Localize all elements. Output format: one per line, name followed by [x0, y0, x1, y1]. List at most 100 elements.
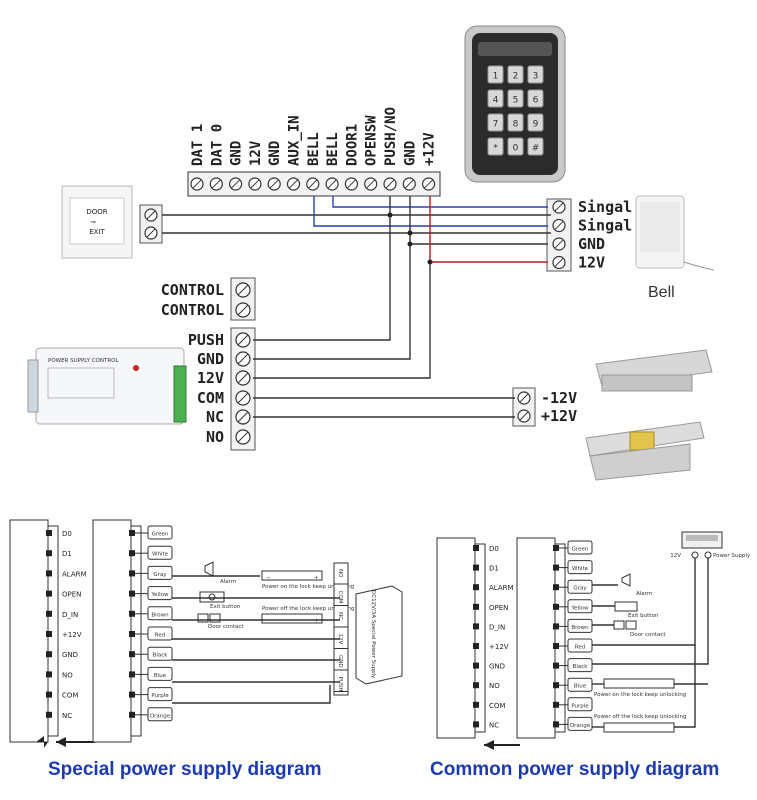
- special-wire-color: White: [152, 552, 169, 558]
- psu-terminal-label: CONTROL: [161, 301, 224, 319]
- svg-text:0: 0: [513, 144, 519, 154]
- main-terminal-label: AUX_IN: [287, 115, 303, 166]
- common-wire-color: Green: [572, 547, 589, 553]
- common-lock-note-nc: Power off the lock keep unlocking: [594, 714, 686, 720]
- bell-caption: Bell: [648, 284, 675, 301]
- keypad-key: 2: [507, 65, 524, 84]
- svg-text:−: −: [266, 618, 271, 624]
- common-reader-pin: D_IN: [489, 623, 505, 631]
- keypad-key: 7: [487, 113, 504, 132]
- svg-text:4: 4: [493, 96, 499, 106]
- bell-terminal-screw: [552, 218, 566, 233]
- psu-terminal-screw: [235, 409, 251, 425]
- psu-terminal-label: GND: [197, 350, 224, 368]
- special-reader-pin: GND: [62, 651, 78, 659]
- svg-text:8: 8: [513, 120, 519, 130]
- psu-terminal-label: CONTROL: [161, 281, 224, 299]
- common-reader-pin: COM: [489, 702, 505, 710]
- exit-button-icon: [199, 591, 225, 603]
- keypad-key: 5: [507, 89, 524, 108]
- main-terminal-screw: [364, 177, 378, 191]
- main-terminal-label: PUSH/NO: [383, 107, 399, 166]
- common-psu-12v: 12V: [670, 553, 681, 559]
- special-reader-pin: ALARM: [62, 570, 87, 578]
- top-wiring: [162, 196, 551, 418]
- main-terminal-screw: [306, 177, 320, 191]
- special-wire-color: Gray: [153, 572, 167, 578]
- common-reader-pin: ALARM: [489, 584, 514, 592]
- svg-text:7: 7: [493, 120, 499, 130]
- special-psu-terminal: GND: [337, 655, 343, 668]
- exit-terminal: [139, 204, 163, 244]
- main-terminal-label: +12V: [422, 132, 438, 166]
- common-exit-label: Exit button: [628, 613, 659, 619]
- common-psu-label: Power Supply: [713, 553, 751, 559]
- special-door-label: Door contact: [208, 624, 244, 630]
- psu-terminal-label: PUSH: [188, 331, 224, 349]
- common-reader-pin: NC: [489, 721, 499, 729]
- main-terminal-label: GND: [267, 141, 283, 166]
- bell-terminal-label: 12V: [578, 254, 605, 272]
- svg-text:1: 1: [493, 72, 499, 82]
- psu-terminal-screw: [235, 390, 251, 406]
- main-terminal-label: BELL: [325, 132, 341, 166]
- special-reader-pin: COM: [62, 692, 78, 700]
- common-reader-pin: +12V: [489, 643, 509, 651]
- special-wire-color: Brown: [151, 612, 169, 618]
- keypad-key: 3: [527, 65, 544, 84]
- main-terminal-label: BELL: [306, 132, 322, 166]
- lock-terminal: -12V +12V: [512, 387, 577, 427]
- common-alarm-label: Alarm: [636, 591, 652, 597]
- common-wire-color: Purple: [571, 703, 589, 709]
- common-lock-note-no: Power on the lock keep unlocking: [594, 692, 686, 698]
- alarm-icon: [204, 561, 214, 577]
- common-reader-pin: D0: [489, 545, 499, 553]
- main-terminal-label: OPENSW: [364, 115, 380, 166]
- svg-text:2: 2: [513, 72, 519, 82]
- common-wire-color: Blue: [574, 684, 587, 690]
- special-reader-pin: D_IN: [62, 611, 78, 619]
- main-terminal-label: GND: [229, 141, 245, 166]
- svg-text:3: 3: [533, 72, 539, 82]
- special-wire-color: Orange: [150, 713, 171, 719]
- psu-terminal-label: COM: [197, 389, 224, 407]
- special-reader-pin: OPEN: [62, 591, 81, 599]
- svg-text:−: −: [266, 575, 271, 581]
- main-terminal-screw: [229, 177, 243, 191]
- psu-terminal-screw: [235, 370, 251, 386]
- main-terminal-screw: [190, 177, 204, 191]
- common-wire-color: Yellow: [571, 605, 589, 611]
- keypad-key: #: [527, 137, 544, 156]
- bell-terminal-label: Singal: [578, 198, 632, 216]
- psu-terminal-screw: [235, 429, 251, 445]
- special-wire-color: Red: [155, 633, 165, 639]
- keypad-key: 9: [527, 113, 544, 132]
- special-wire-color: Yellow: [151, 592, 169, 598]
- svg-text:6: 6: [533, 96, 539, 106]
- main-terminal-screw: [422, 177, 436, 191]
- psu-terminal-screw: [235, 282, 251, 298]
- keypad-key: 8: [507, 113, 524, 132]
- exit-button-label-2: EXIT: [89, 228, 105, 236]
- bell-terminal-label: Singal: [578, 217, 632, 235]
- keypad-key: *: [487, 137, 504, 156]
- svg-text:*: *: [493, 144, 498, 154]
- main-terminal-screw: [325, 177, 339, 191]
- common-wire-color: Orange: [570, 723, 591, 729]
- bolt-lock-device: [595, 349, 713, 392]
- main-terminal-screw: [402, 177, 416, 191]
- special-reader-pin: D1: [62, 550, 72, 558]
- psu-terminal-screw: [235, 332, 251, 348]
- special-lock-note-nc: Power off the lock keep unlocking: [262, 606, 354, 612]
- special-alarm-label: Alarm: [220, 579, 236, 585]
- common-wire-color: Red: [575, 645, 585, 651]
- keypad-key: 4: [487, 89, 504, 108]
- bell-terminal-label: GND: [578, 235, 605, 253]
